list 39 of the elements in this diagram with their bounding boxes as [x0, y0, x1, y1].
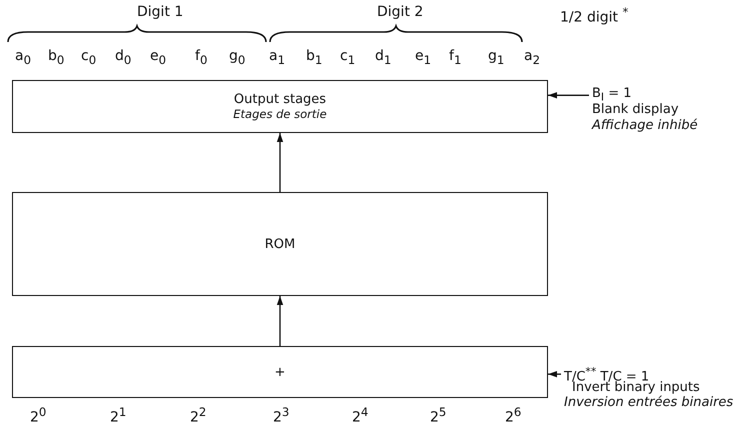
segment-output-label: f$_{1}$: [449, 48, 462, 68]
segment-output-label: e$_{1}$: [415, 48, 432, 68]
binary-weight-label: 2$^{0}$: [30, 404, 46, 426]
translation-note: Affichage inhibé: [592, 118, 698, 133]
subtitle: Etages de sortie: [233, 106, 327, 122]
group-label: Digit 2: [377, 4, 424, 20]
segment-output-label: e$_{0}$: [150, 48, 166, 68]
signal-description: Blank display: [592, 102, 679, 117]
translation-note: Inversion entrées binaires: [564, 395, 734, 410]
arrow: [548, 370, 561, 378]
segment-output-label: b$_{0}$: [48, 48, 64, 68]
segment-output-label: c$_{1}$: [340, 48, 356, 68]
group-label: 1/2 digit $^{*}$: [560, 4, 628, 26]
binary-weight-label: 2$^{6}$: [505, 404, 522, 426]
binary-weight-label: 2$^{1}$: [110, 404, 126, 426]
segment-output-label: g$_{0}$: [229, 48, 246, 68]
segment-output-label: b$_{1}$: [306, 48, 322, 68]
segment-output-label: c$_{0}$: [81, 48, 96, 68]
binary-weight-label: 2$^{4}$: [352, 404, 368, 426]
arrow: [548, 92, 589, 98]
rom-block: [12, 192, 548, 296]
adder-block: [12, 346, 548, 398]
arrow: [276, 133, 284, 192]
segment-output-label: a$_{1}$: [269, 48, 286, 68]
segment-output-label: d$_{0}$: [115, 48, 132, 68]
binary-weight-label: 2$^{3}$: [273, 404, 290, 426]
segment-output-label: g$_{1}$: [488, 48, 504, 68]
binary-weight-label: 2$^{2}$: [190, 404, 206, 426]
segment-output-label: a$_{0}$: [15, 48, 32, 68]
block-title: +: [274, 364, 286, 380]
output-stage-block: [12, 80, 548, 133]
block-title: ROM: [264, 236, 296, 252]
block-title: Output stages: [234, 92, 326, 106]
binary-weight-label: 2$^{5}$: [430, 404, 446, 426]
segment-output-label: d$_{1}$: [375, 48, 392, 68]
segment-output-label: f$_{0}$: [195, 48, 208, 68]
arrow: [276, 296, 284, 346]
segment-output-label: a$_{2}$: [524, 48, 540, 68]
group-label: Digit 1: [137, 4, 184, 20]
